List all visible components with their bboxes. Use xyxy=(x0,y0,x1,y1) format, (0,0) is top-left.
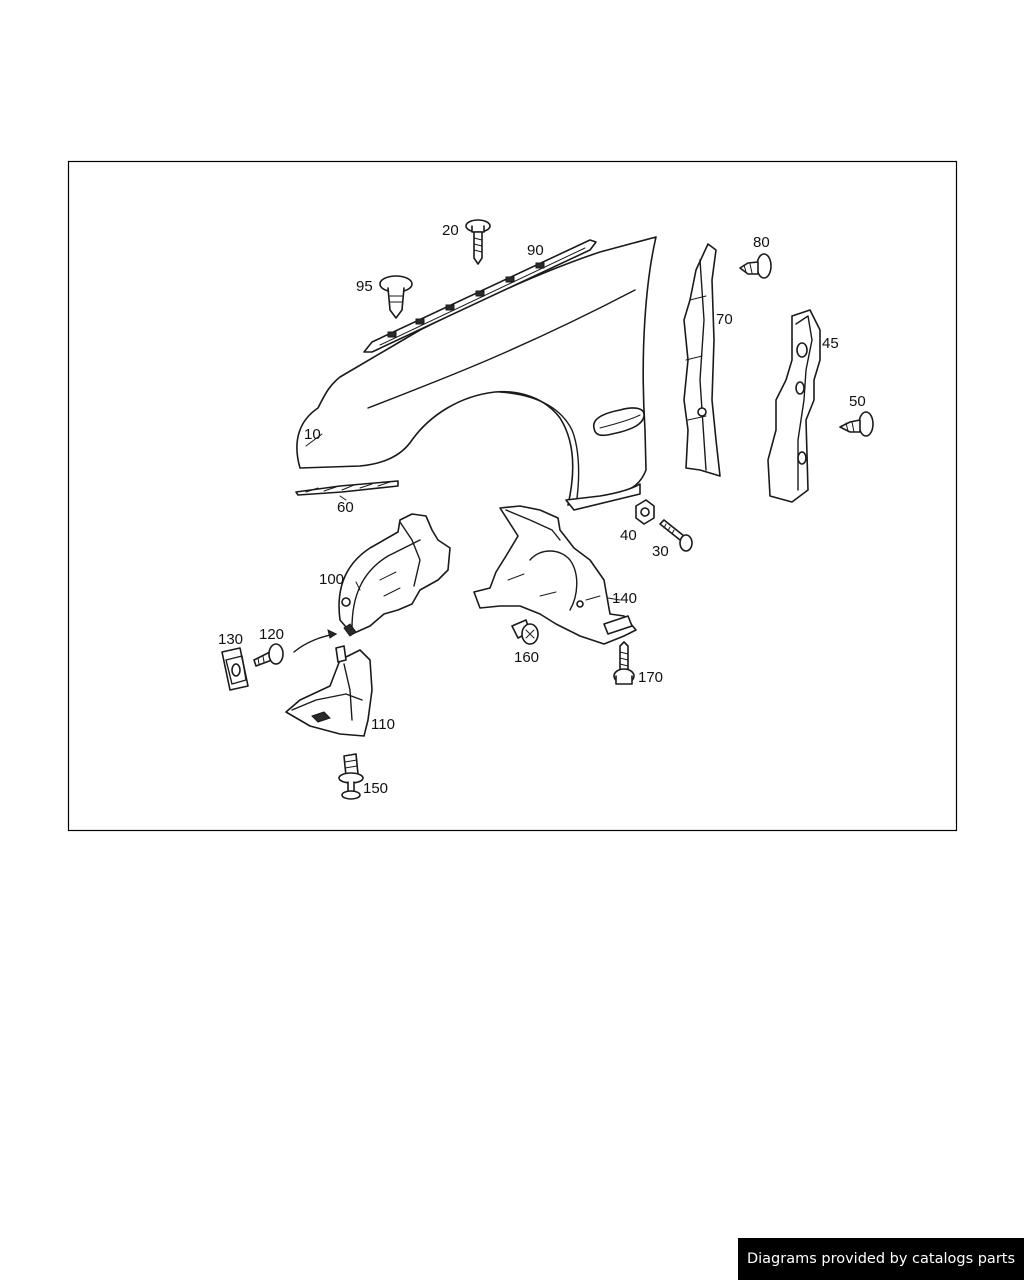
leader-lines xyxy=(305,433,621,601)
callout-70: 70 xyxy=(716,311,733,328)
part-10-front-fender[interactable] xyxy=(296,236,657,511)
part-120-screw[interactable] xyxy=(253,643,284,667)
part-170-screw[interactable] xyxy=(613,641,635,685)
part-70-bracket[interactable] xyxy=(683,243,721,477)
callout-60: 60 xyxy=(337,499,354,516)
callout-45: 45 xyxy=(822,335,839,352)
part-20-bolt[interactable] xyxy=(465,219,491,265)
footer-credit: Diagrams provided by catalogs parts xyxy=(738,1238,1024,1280)
part-130-clip-nut[interactable] xyxy=(221,647,249,691)
callout-170: 170 xyxy=(638,669,663,686)
part-30-bolt[interactable] xyxy=(659,519,693,552)
part-50-screw[interactable] xyxy=(839,411,874,437)
part-140-rear-liner[interactable] xyxy=(473,505,637,645)
callout-140: 140 xyxy=(612,590,637,607)
part-150-expansion-rivet[interactable] xyxy=(338,753,364,800)
part-60-seal-strip[interactable] xyxy=(295,480,399,496)
callout-30: 30 xyxy=(652,543,669,560)
callout-80: 80 xyxy=(753,234,770,251)
arrow-head xyxy=(327,629,337,639)
callout-50: 50 xyxy=(849,393,866,410)
callout-40: 40 xyxy=(620,527,637,544)
callout-160: 160 xyxy=(514,649,539,666)
callout-95: 95 xyxy=(356,278,373,295)
callout-100: 100 xyxy=(319,571,344,588)
callout-150: 150 xyxy=(363,780,388,797)
callout-120: 120 xyxy=(259,626,284,643)
callout-130: 130 xyxy=(218,631,243,648)
callout-10: 10 xyxy=(304,426,321,443)
callout-110: 110 xyxy=(371,716,395,733)
callout-90: 90 xyxy=(527,242,544,259)
part-80-screw[interactable] xyxy=(739,253,772,279)
part-90-moulding-strip[interactable] xyxy=(363,239,597,353)
part-40-nut[interactable] xyxy=(635,499,655,525)
part-160-rivet[interactable] xyxy=(511,619,539,645)
part-100-wheel-arch-liner[interactable] xyxy=(338,513,451,637)
part-45-cover-panel[interactable] xyxy=(767,309,821,503)
callout-20: 20 xyxy=(442,222,459,239)
part-95-clip[interactable] xyxy=(379,275,413,319)
diagram-frame xyxy=(67,160,958,832)
part-110-lower-liner[interactable] xyxy=(285,645,373,737)
